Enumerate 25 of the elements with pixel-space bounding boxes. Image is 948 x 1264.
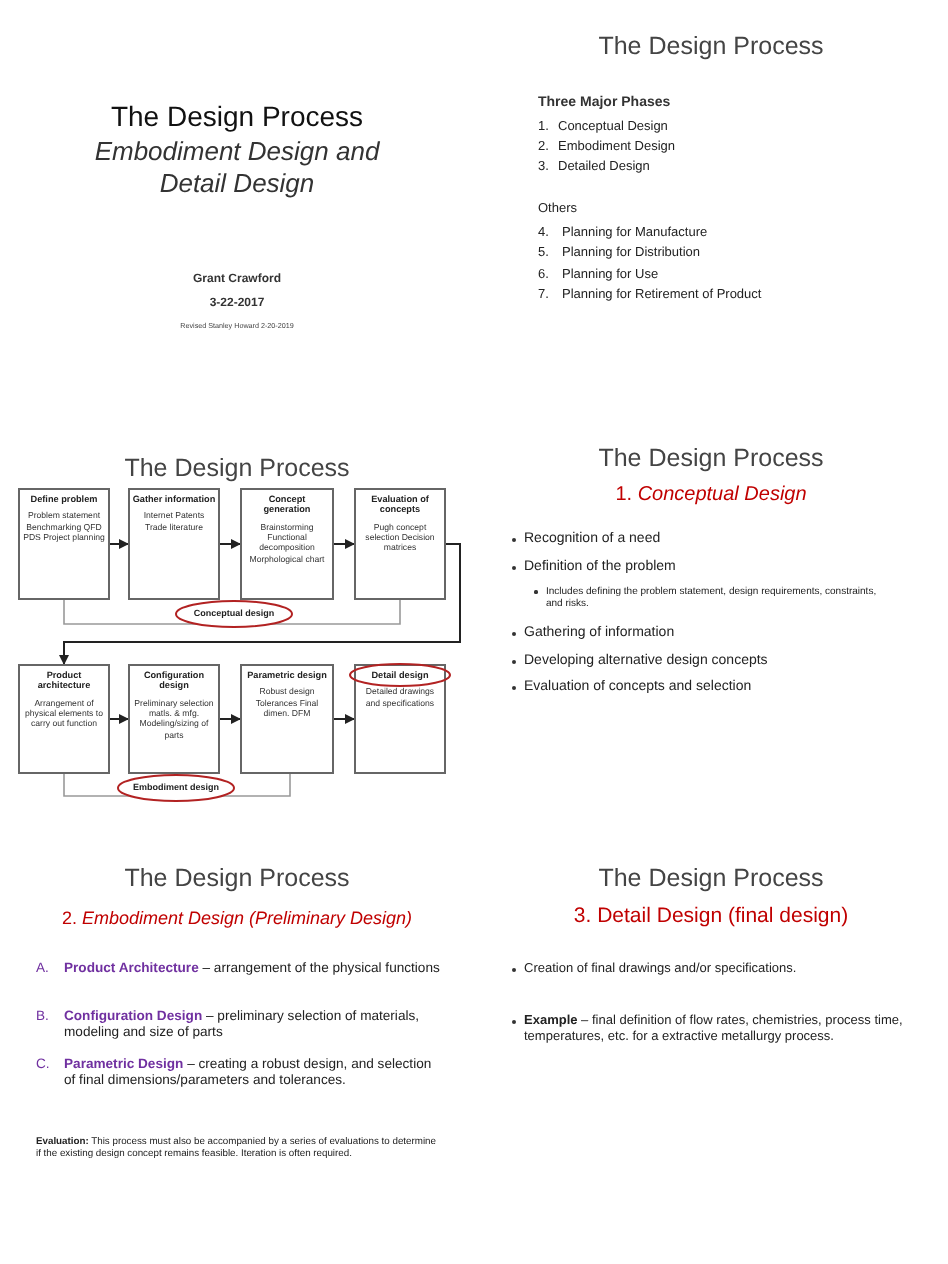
process-box [240,664,334,774]
slide-subtitle: Embodiment Design and Detail Design [92,136,382,199]
slide-title: The Design Process [110,100,364,134]
process-box [354,488,446,600]
arrow [109,714,129,724]
process-box [18,664,110,774]
arrow [109,539,129,549]
slide-title: The Design Process [598,444,824,474]
phase-heading: 2. Embodiment Design (Preliminary Design) [61,908,413,930]
slide-title: The Design Process [124,864,350,894]
process-box [240,488,334,600]
process-box [18,488,110,600]
arrow [59,543,461,665]
arrow [333,714,355,724]
arrow [333,539,355,549]
process-box [128,664,220,774]
process-box [128,488,220,600]
phase-heading: 1. Conceptual Design [615,484,807,508]
slide-title: The Design Process [598,32,824,62]
phase-heading: 3. Detail Design (final design) [573,904,849,930]
process-box [354,664,446,774]
slide-title: The Design Process [598,864,824,894]
arrow [219,714,241,724]
slide-title: The Design Process [124,454,350,484]
arrow [219,539,241,549]
